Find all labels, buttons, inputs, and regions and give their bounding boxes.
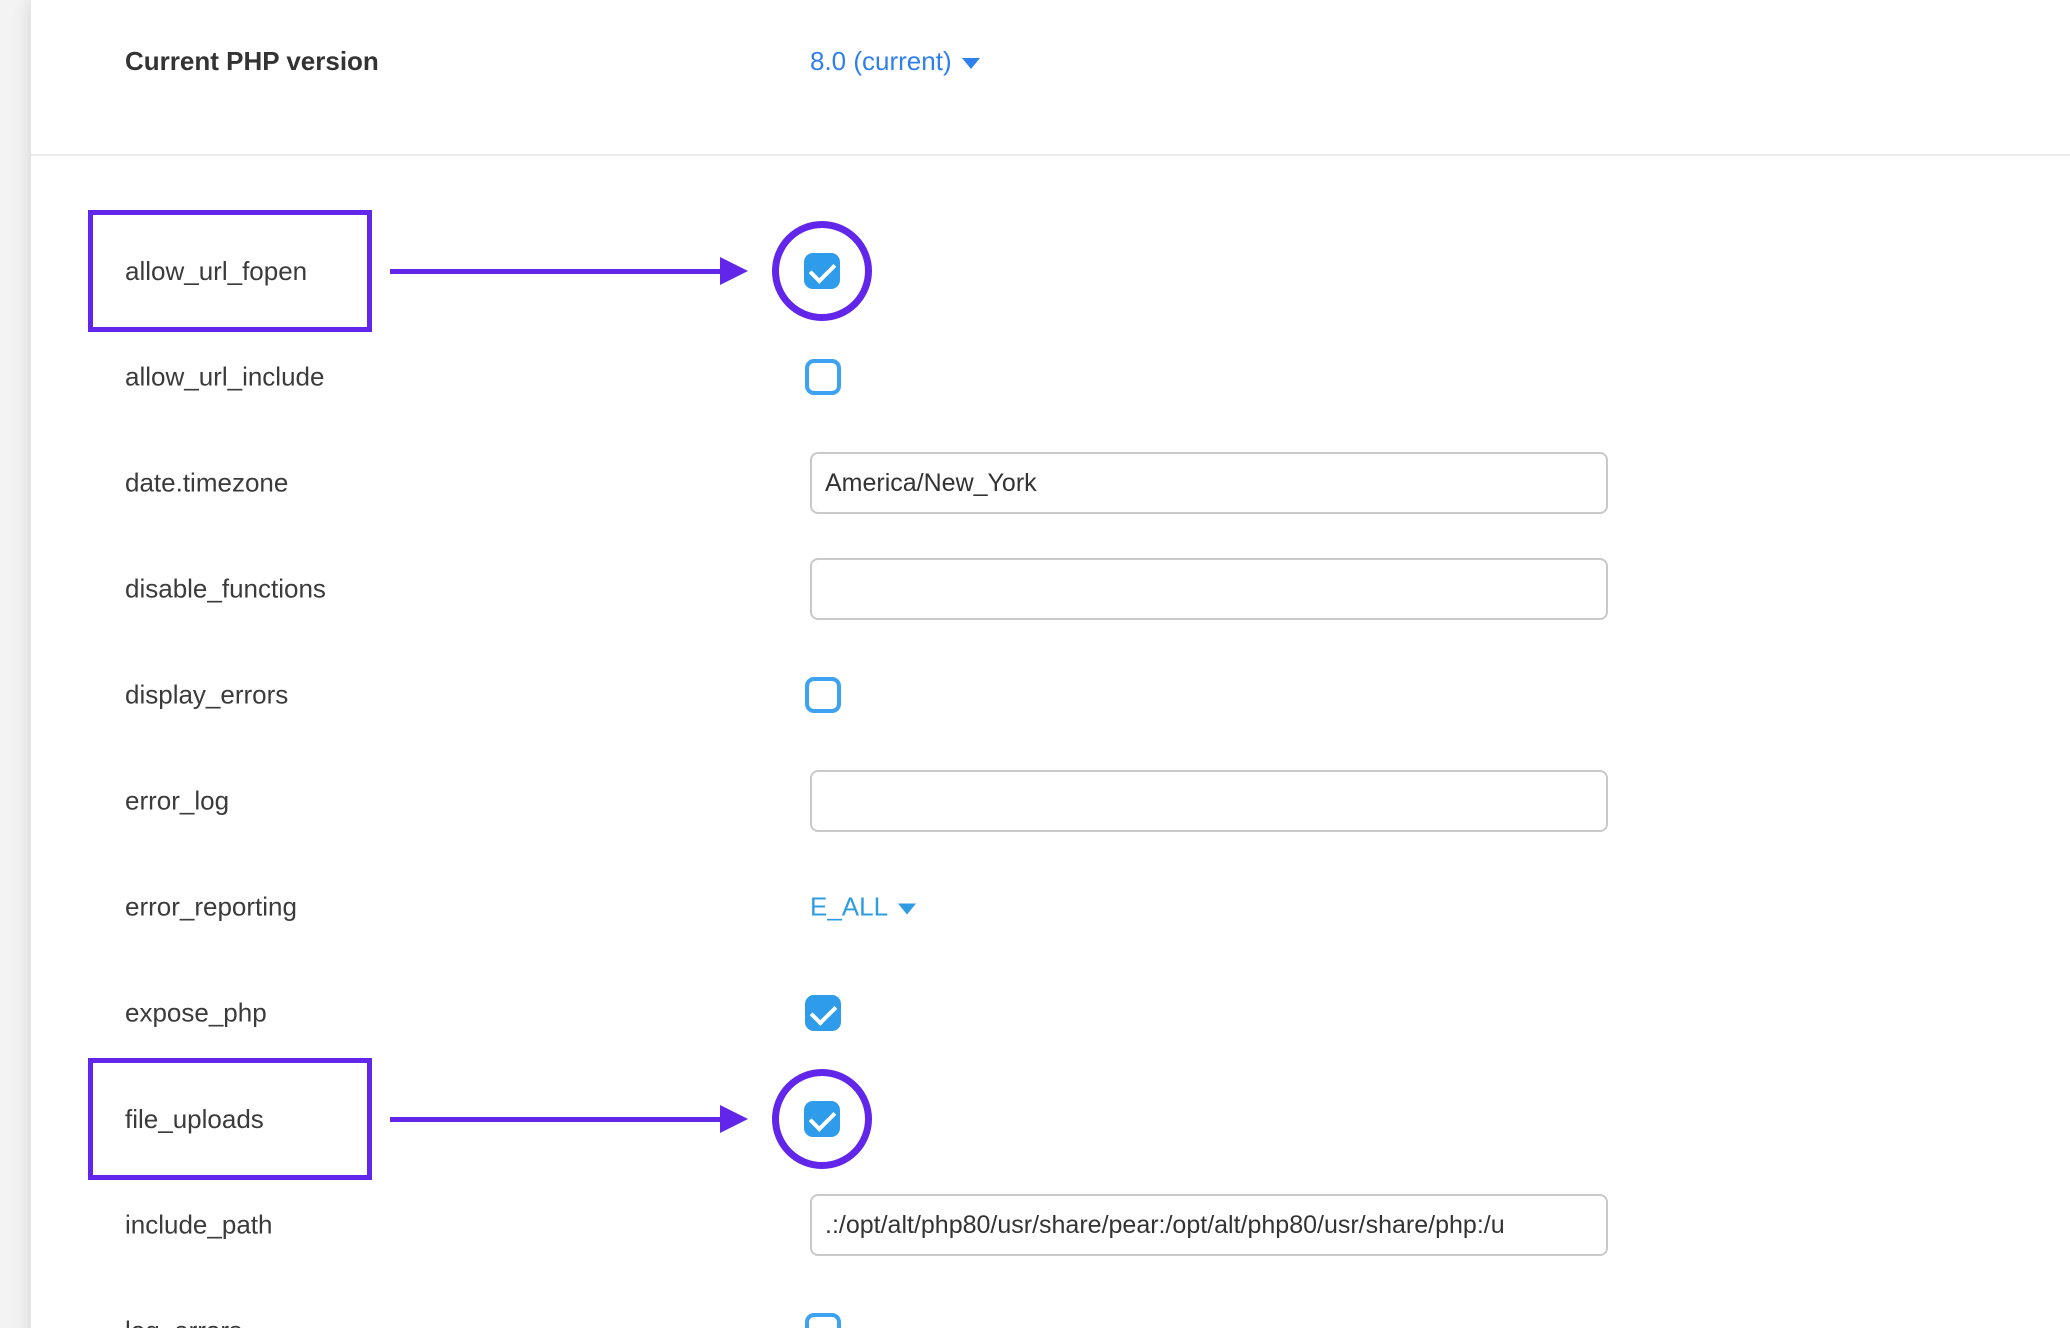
setting-row-date.timezone: date.timezone bbox=[31, 430, 2070, 536]
allow_url_fopen-checkbox[interactable] bbox=[804, 253, 840, 289]
arrow-head bbox=[720, 257, 748, 285]
display_errors-checkbox[interactable] bbox=[805, 677, 841, 713]
disable_functions-input[interactable] bbox=[810, 558, 1608, 620]
setting-label: disable_functions bbox=[125, 573, 326, 604]
caret-down-icon bbox=[898, 903, 917, 915]
setting-label: allow_url_include bbox=[125, 361, 325, 392]
setting-row-error_reporting: error_reporting E_ALL bbox=[31, 854, 2070, 960]
setting-row-allow_url_fopen: allow_url_fopen bbox=[31, 210, 2070, 332]
settings-rows: allow_url_fopen allow_url_include date.tim… bbox=[31, 156, 2070, 1328]
file_uploads-checkbox[interactable] bbox=[804, 1101, 840, 1137]
setting-row-file_uploads: file_uploads bbox=[31, 1058, 2070, 1180]
php-version-dropdown-value: 8.0 (current) bbox=[810, 46, 952, 76]
setting-label: date.timezone bbox=[125, 467, 289, 498]
error_reporting-dropdown-value: E_ALL bbox=[810, 891, 889, 922]
annotation-arrow-icon bbox=[390, 1105, 748, 1133]
date.timezone-input[interactable] bbox=[810, 452, 1608, 514]
setting-label: error_reporting bbox=[125, 891, 297, 922]
setting-label: expose_php bbox=[125, 997, 267, 1028]
arrow-shaft bbox=[390, 1116, 720, 1122]
setting-label: include_path bbox=[125, 1209, 273, 1240]
expose_php-checkbox[interactable] bbox=[805, 995, 841, 1031]
setting-row-include_path: include_path bbox=[31, 1172, 2070, 1278]
setting-row-allow_url_include: allow_url_include bbox=[31, 324, 2070, 430]
error_log-input[interactable] bbox=[810, 770, 1608, 832]
arrow-head bbox=[720, 1105, 748, 1133]
annotation-circle bbox=[772, 1069, 872, 1169]
setting-label: allow_url_fopen bbox=[125, 255, 308, 286]
annotation-box: allow_url_fopen bbox=[88, 210, 372, 332]
annotation-box: file_uploads bbox=[88, 1058, 372, 1180]
setting-row-log_errors: log_errors bbox=[31, 1278, 2070, 1328]
current-php-version-label: Current PHP version bbox=[125, 46, 379, 76]
caret-down-icon bbox=[961, 57, 980, 69]
setting-label: error_log bbox=[125, 785, 230, 816]
error_reporting-dropdown[interactable]: E_ALL bbox=[810, 891, 917, 923]
setting-row-error_log: error_log bbox=[31, 748, 2070, 854]
arrow-shaft bbox=[390, 268, 720, 274]
include_path-input[interactable] bbox=[810, 1194, 1608, 1256]
setting-row-expose_php: expose_php bbox=[31, 960, 2070, 1066]
annotation-circle bbox=[772, 221, 872, 321]
allow_url_include-checkbox[interactable] bbox=[805, 359, 841, 395]
annotation-arrow-icon bbox=[390, 257, 748, 285]
setting-label: file_uploads bbox=[125, 1103, 264, 1134]
log_errors-checkbox[interactable] bbox=[805, 1313, 841, 1328]
setting-label: log_errors bbox=[125, 1316, 242, 1328]
setting-row-disable_functions: disable_functions bbox=[31, 536, 2070, 642]
setting-label: display_errors bbox=[125, 679, 289, 710]
setting-row-display_errors: display_errors bbox=[31, 642, 2070, 748]
settings-card: Current PHP version 8.0 (current) allow_… bbox=[31, 0, 2070, 1328]
php-version-header: Current PHP version 8.0 (current) bbox=[31, 0, 2070, 156]
php-version-dropdown[interactable]: 8.0 (current) bbox=[810, 46, 980, 77]
